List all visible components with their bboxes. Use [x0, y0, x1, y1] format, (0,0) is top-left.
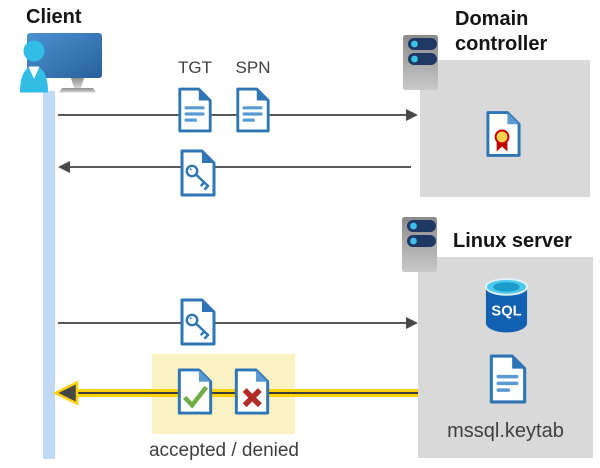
- key-document-icon-2: [180, 298, 216, 346]
- ticket-return-arrow-line: [69, 166, 411, 168]
- client-label: Client: [26, 6, 82, 28]
- result-arrowhead: [53, 381, 79, 405]
- linux-server-label: Linux server: [453, 230, 572, 252]
- sql-database-icon: SQL: [484, 278, 529, 333]
- ticket-return-arrowhead: [58, 161, 70, 173]
- spn-document-icon: [236, 87, 270, 133]
- domain-controller-label: Domain controller: [455, 8, 548, 55]
- certificate-icon: [486, 111, 521, 157]
- client-lifeline: [43, 91, 55, 459]
- request-arrow-line: [58, 114, 408, 116]
- person-icon: [20, 40, 48, 93]
- result-label: accepted / denied: [148, 440, 299, 461]
- keytab-filename-label: mssql.keytab: [447, 420, 564, 442]
- service-request-arrow-line: [58, 322, 408, 324]
- sql-icon-text: SQL: [491, 303, 521, 319]
- tgt-label: TGT: [178, 58, 212, 77]
- keytab-document-icon: [489, 354, 527, 404]
- x-document-icon: [234, 368, 270, 415]
- client-icon: [20, 33, 102, 93]
- spn-label: SPN: [235, 58, 271, 77]
- check-document-icon: [177, 368, 213, 415]
- domain-controller-server-icon: [403, 35, 438, 90]
- service-request-arrowhead: [406, 317, 418, 329]
- tgt-document-icon: [178, 87, 212, 133]
- linux-server-server-icon: [402, 217, 437, 272]
- monitor-icon: [27, 33, 102, 93]
- request-arrowhead: [406, 109, 418, 121]
- key-document-icon: [180, 149, 216, 197]
